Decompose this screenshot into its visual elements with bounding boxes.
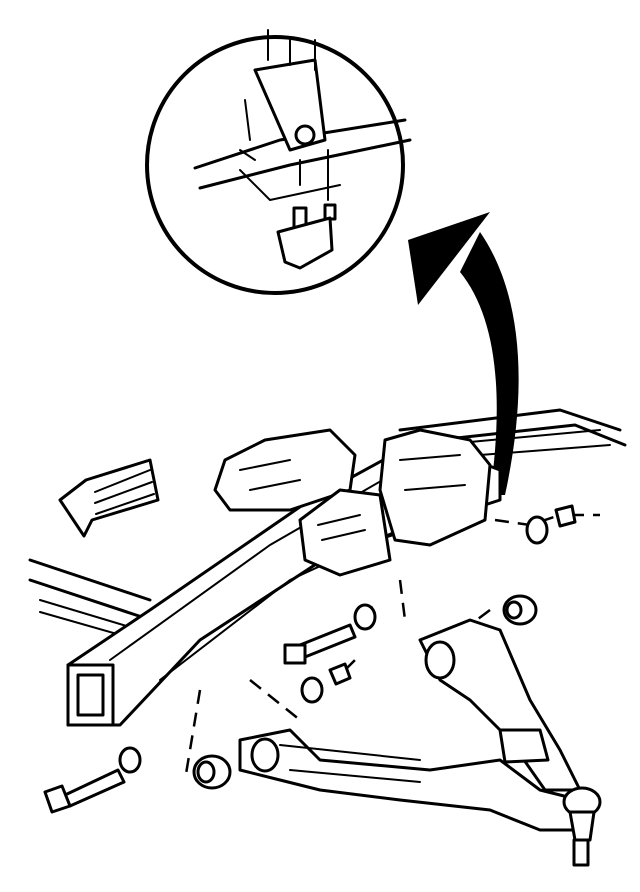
bushing-front	[192, 754, 232, 790]
detail-circle	[145, 29, 412, 295]
background-rails	[28, 408, 627, 641]
bolt-center	[283, 603, 377, 665]
detail-mount	[276, 216, 334, 270]
bushing-rear	[502, 594, 538, 626]
detail-bolt	[294, 124, 329, 201]
engine-mount-center	[298, 488, 392, 577]
nut-center	[300, 662, 352, 704]
direction-arrow	[58, 458, 160, 538]
bolt-lower-left	[43, 746, 142, 814]
nut-right	[525, 504, 577, 545]
engine-mount-right	[378, 428, 492, 547]
detail-frame-rail	[193, 118, 412, 201]
ball-joint	[562, 786, 602, 867]
curved-arrow-to-detail	[408, 212, 519, 495]
